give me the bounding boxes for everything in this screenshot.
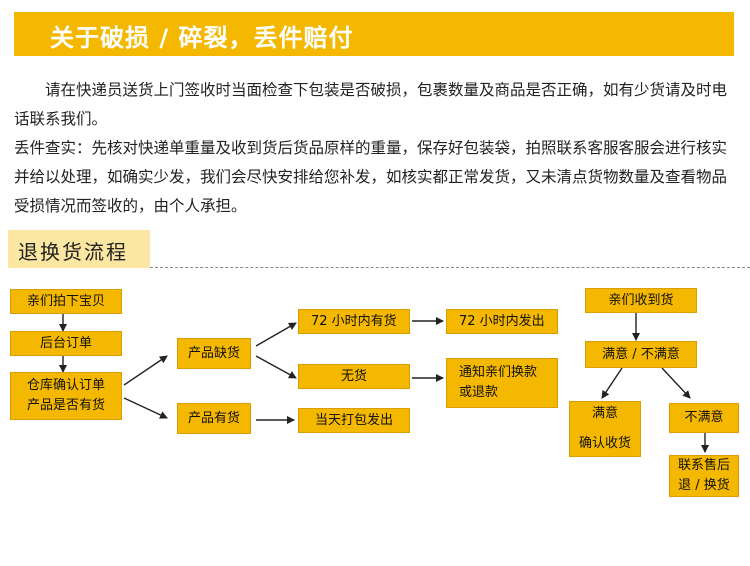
step-warehouse-line-2: 产品是否有货 <box>26 398 105 413</box>
step-ship-72h-label: 72 小时内发出 <box>459 313 545 329</box>
step-notify-line-1: 通知亲们换款 <box>459 365 538 380</box>
notice-paragraph-1: 请在快递员送货上门签收时当面检查下包装是否破损，包裹数量及商品是否正确，如有少货… <box>14 81 728 128</box>
step-not-satisfied: 不满意 <box>669 403 739 433</box>
step-ship-72h: 72 小时内发出 <box>446 309 558 334</box>
step-same-day-ship: 当天打包发出 <box>298 408 410 433</box>
step-goods-received: 亲们收到货 <box>585 288 697 313</box>
notice-text: 请在快递员送货上门签收时当面检查下包装是否破损，包裹数量及商品是否正确，如有少货… <box>14 76 736 221</box>
step-no-stock: 无货 <box>298 364 410 389</box>
step-in-stock-label: 产品有货 <box>187 410 240 426</box>
step-satisfaction-check: 满意 / 不满意 <box>585 341 697 368</box>
step-in-stock: 产品有货 <box>177 403 251 434</box>
arrow-out-of-stock-to-72h <box>255 322 297 347</box>
arrow-warehouse-to-in-stock <box>123 397 168 419</box>
step-confirm-receipt-label: 确认收货 <box>578 436 631 451</box>
step-warehouse-check: 仓库确认订单 产品是否有货 <box>10 372 122 420</box>
step-no-stock-label: 无货 <box>340 368 367 384</box>
step-out-of-stock: 产品缺货 <box>177 338 251 369</box>
step-contact-after-sales: 联系售后 退 / 换货 <box>669 455 739 497</box>
step-satisfaction-check-label: 满意 / 不满意 <box>602 346 680 362</box>
notice-paragraph-2: 丢件查实：先核对快递单重量及收到货后货品原样的重量，保存好包装袋，拍照联系客服客… <box>14 139 728 215</box>
step-goods-received-label: 亲们收到货 <box>608 292 674 308</box>
step-notify-line-2: 或退款 <box>459 385 499 400</box>
section-tab: 退换货流程 <box>8 230 150 268</box>
step-after-sales-line-1: 联系售后 <box>677 458 730 473</box>
step-backend-order-label: 后台订单 <box>39 335 92 351</box>
step-place-order-label: 亲们拍下宝贝 <box>26 293 105 309</box>
arrow-out-of-stock-to-no-stock <box>255 355 297 379</box>
step-not-satisfied-label: 不满意 <box>684 410 724 425</box>
step-place-order: 亲们拍下宝贝 <box>10 289 122 314</box>
step-satisfied-label: 满意 <box>591 406 618 421</box>
step-out-of-stock-label: 产品缺货 <box>187 345 240 361</box>
banner-title: 关于破损 / 碎裂，丢件赔付 <box>50 24 354 52</box>
step-restock-72h-label: 72 小时内有货 <box>311 313 397 329</box>
step-same-day-ship-label: 当天打包发出 <box>314 412 393 428</box>
step-backend-order: 后台订单 <box>10 331 122 356</box>
arrow-satisfaction-to-not-satisfied <box>661 367 691 399</box>
section-title: 退换货流程 <box>18 240 128 264</box>
header-banner: 关于破损 / 碎裂，丢件赔付 <box>14 12 734 56</box>
step-warehouse-line-1: 仓库确认订单 <box>26 378 105 393</box>
step-satisfied-confirm: 满意 确认收货 <box>569 401 641 457</box>
step-notify-exchange-refund: 通知亲们换款 或退款 <box>446 358 558 408</box>
step-after-sales-line-2: 退 / 换货 <box>678 478 730 493</box>
step-restock-72h: 72 小时内有货 <box>298 309 410 334</box>
section-divider <box>150 267 750 268</box>
arrow-warehouse-to-out-of-stock <box>123 355 168 386</box>
arrow-satisfaction-to-satisfied <box>601 367 623 399</box>
